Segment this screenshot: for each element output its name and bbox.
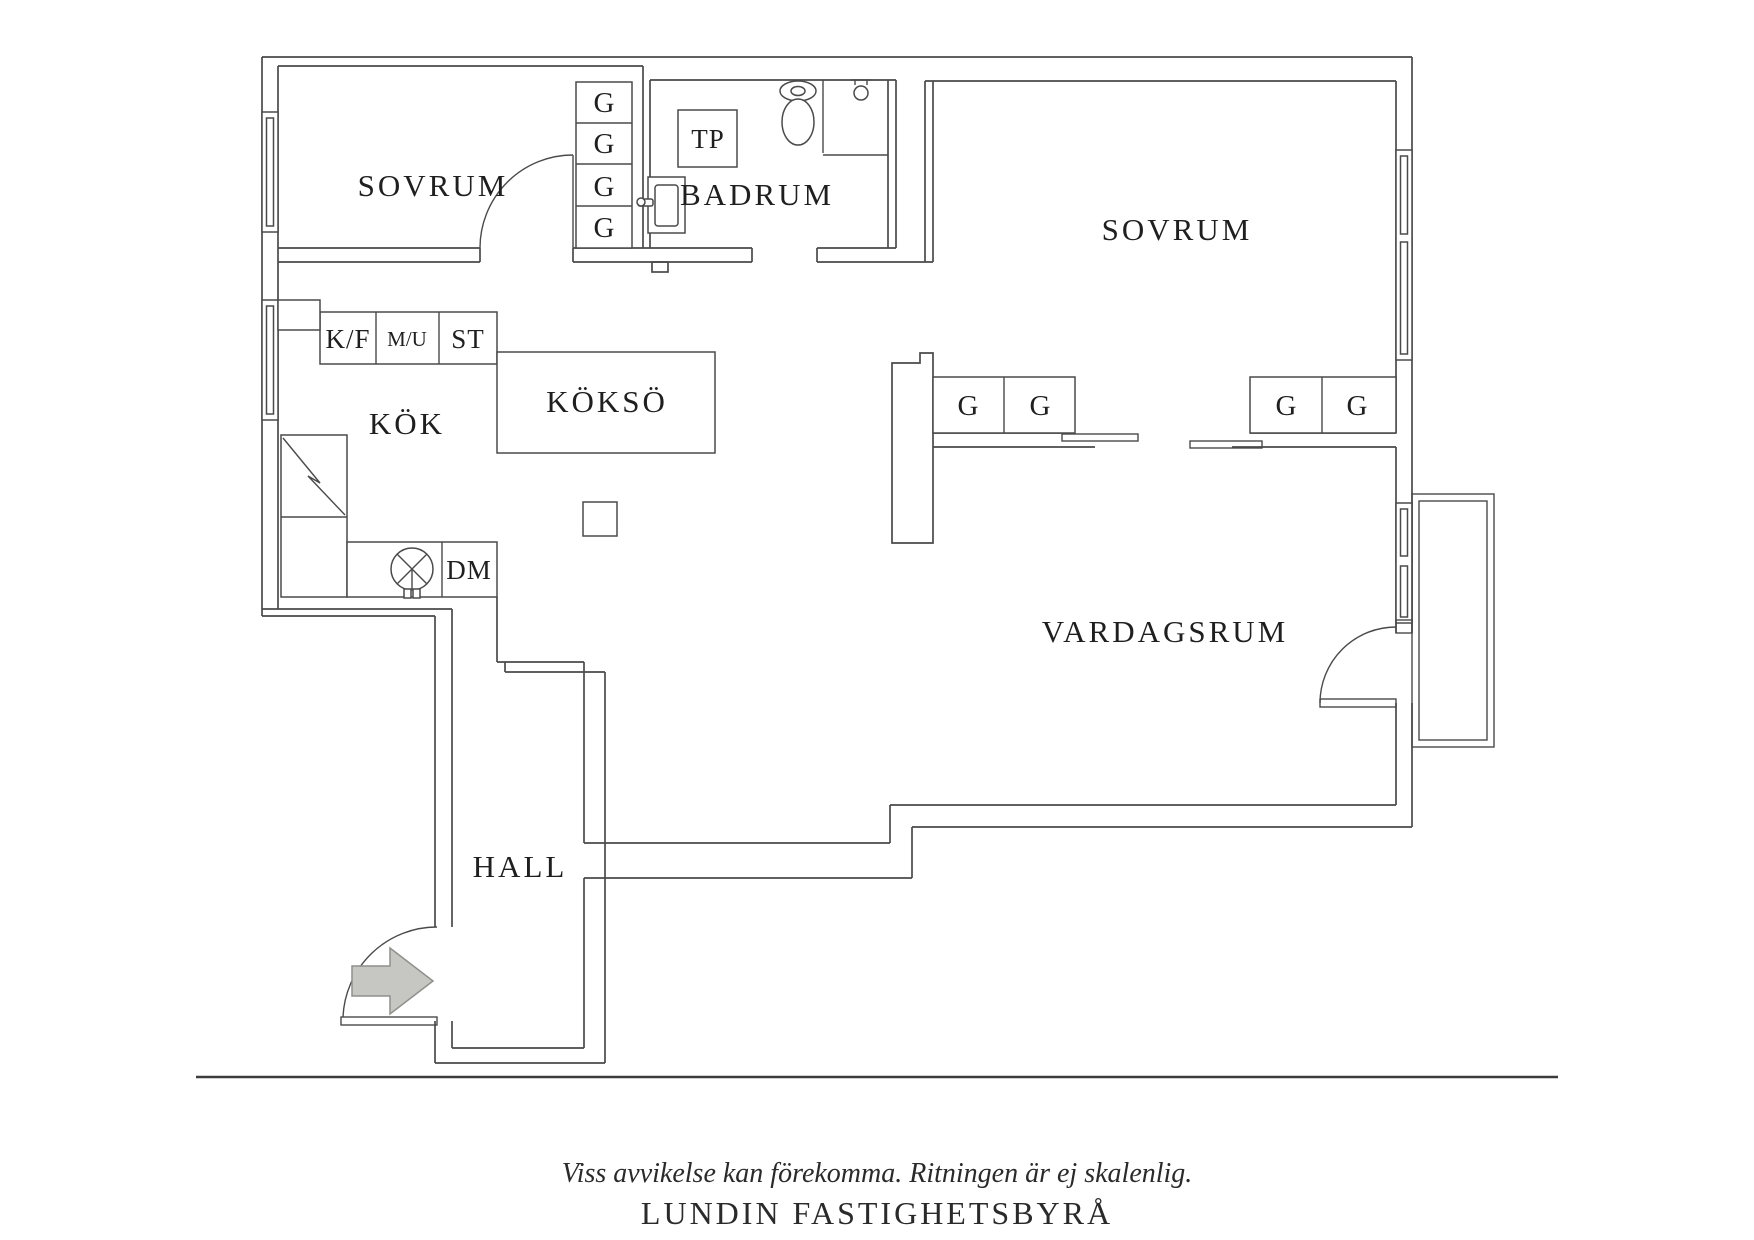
- kitchen-fixtures: [277, 299, 716, 599]
- fixture-label-st: ST: [451, 324, 485, 354]
- wardrobe-label: G: [594, 128, 615, 160]
- entrance-arrow-icon: [351, 946, 435, 1016]
- doors: [340, 154, 1413, 1026]
- wardrobe-label: G: [958, 390, 979, 422]
- room-label-hall: HALL: [473, 849, 568, 884]
- sliding-door-icon: [1061, 433, 1139, 442]
- window-icon: [261, 111, 279, 233]
- wall-bump: [277, 299, 321, 331]
- window-icon: [261, 299, 279, 421]
- window-icon: [1395, 502, 1413, 624]
- wardrobe-label: G: [1276, 390, 1297, 422]
- door-arc-icon: [1319, 619, 1413, 708]
- room-label-bathroom: BADRUM: [680, 177, 834, 212]
- shower-icon: [822, 79, 888, 156]
- footer-agency: LUNDIN FASTIGHETSBYRÅ: [641, 1195, 1113, 1231]
- room-label-bedroom-right: SOVRUM: [1102, 212, 1253, 247]
- door-arc-icon: [479, 154, 574, 249]
- fixture-label-mu: M/U: [387, 327, 427, 351]
- labels: SOVRUM SOVRUM BADRUM KÖK KÖKSÖ VARDAGSRU…: [325, 87, 1367, 884]
- footer: Viss avvikelse kan förekomma. Ritningen …: [196, 1075, 1558, 1231]
- wardrobe-label: G: [594, 212, 615, 244]
- room-label-living-room: VARDAGSRUM: [1042, 614, 1289, 649]
- window-icon: [1395, 149, 1413, 361]
- stove-icon: [582, 501, 618, 537]
- fixture-label-kf: K/F: [325, 324, 370, 354]
- wardrobe-label: G: [1347, 390, 1368, 422]
- sink-icon: [390, 547, 434, 599]
- entrance-door-arc-icon: [340, 926, 438, 1026]
- kitchen-island-counter: [496, 351, 716, 454]
- balcony: [1411, 493, 1495, 748]
- wardrobe-pair: [932, 376, 1076, 434]
- room-label-kitchen-island: KÖKSÖ: [546, 384, 668, 419]
- wardrobe-label: G: [1030, 390, 1051, 422]
- toilet-icon: [779, 80, 817, 146]
- wardrobe-label: G: [594, 87, 615, 119]
- footer-disclaimer: Viss avvikelse kan förekomma. Ritningen …: [562, 1158, 1193, 1189]
- wardrobes: [575, 81, 1397, 434]
- appliance-row: [319, 311, 498, 365]
- wardrobe-pair: [1249, 376, 1397, 434]
- room-label-kitchen: KÖK: [369, 406, 445, 441]
- fixture-label-tp: TP: [691, 124, 725, 154]
- washbasin-icon: [636, 176, 686, 234]
- room-label-bedroom-left: SOVRUM: [358, 168, 509, 203]
- wardrobe-label: G: [594, 171, 615, 203]
- fixture-label-dm: DM: [446, 555, 492, 585]
- sliding-door-icon: [1189, 440, 1263, 449]
- windows: [261, 111, 1413, 624]
- wardrobe-column: [575, 81, 633, 249]
- bathroom-fixtures: [636, 79, 888, 234]
- tp-cabinet: [677, 109, 738, 168]
